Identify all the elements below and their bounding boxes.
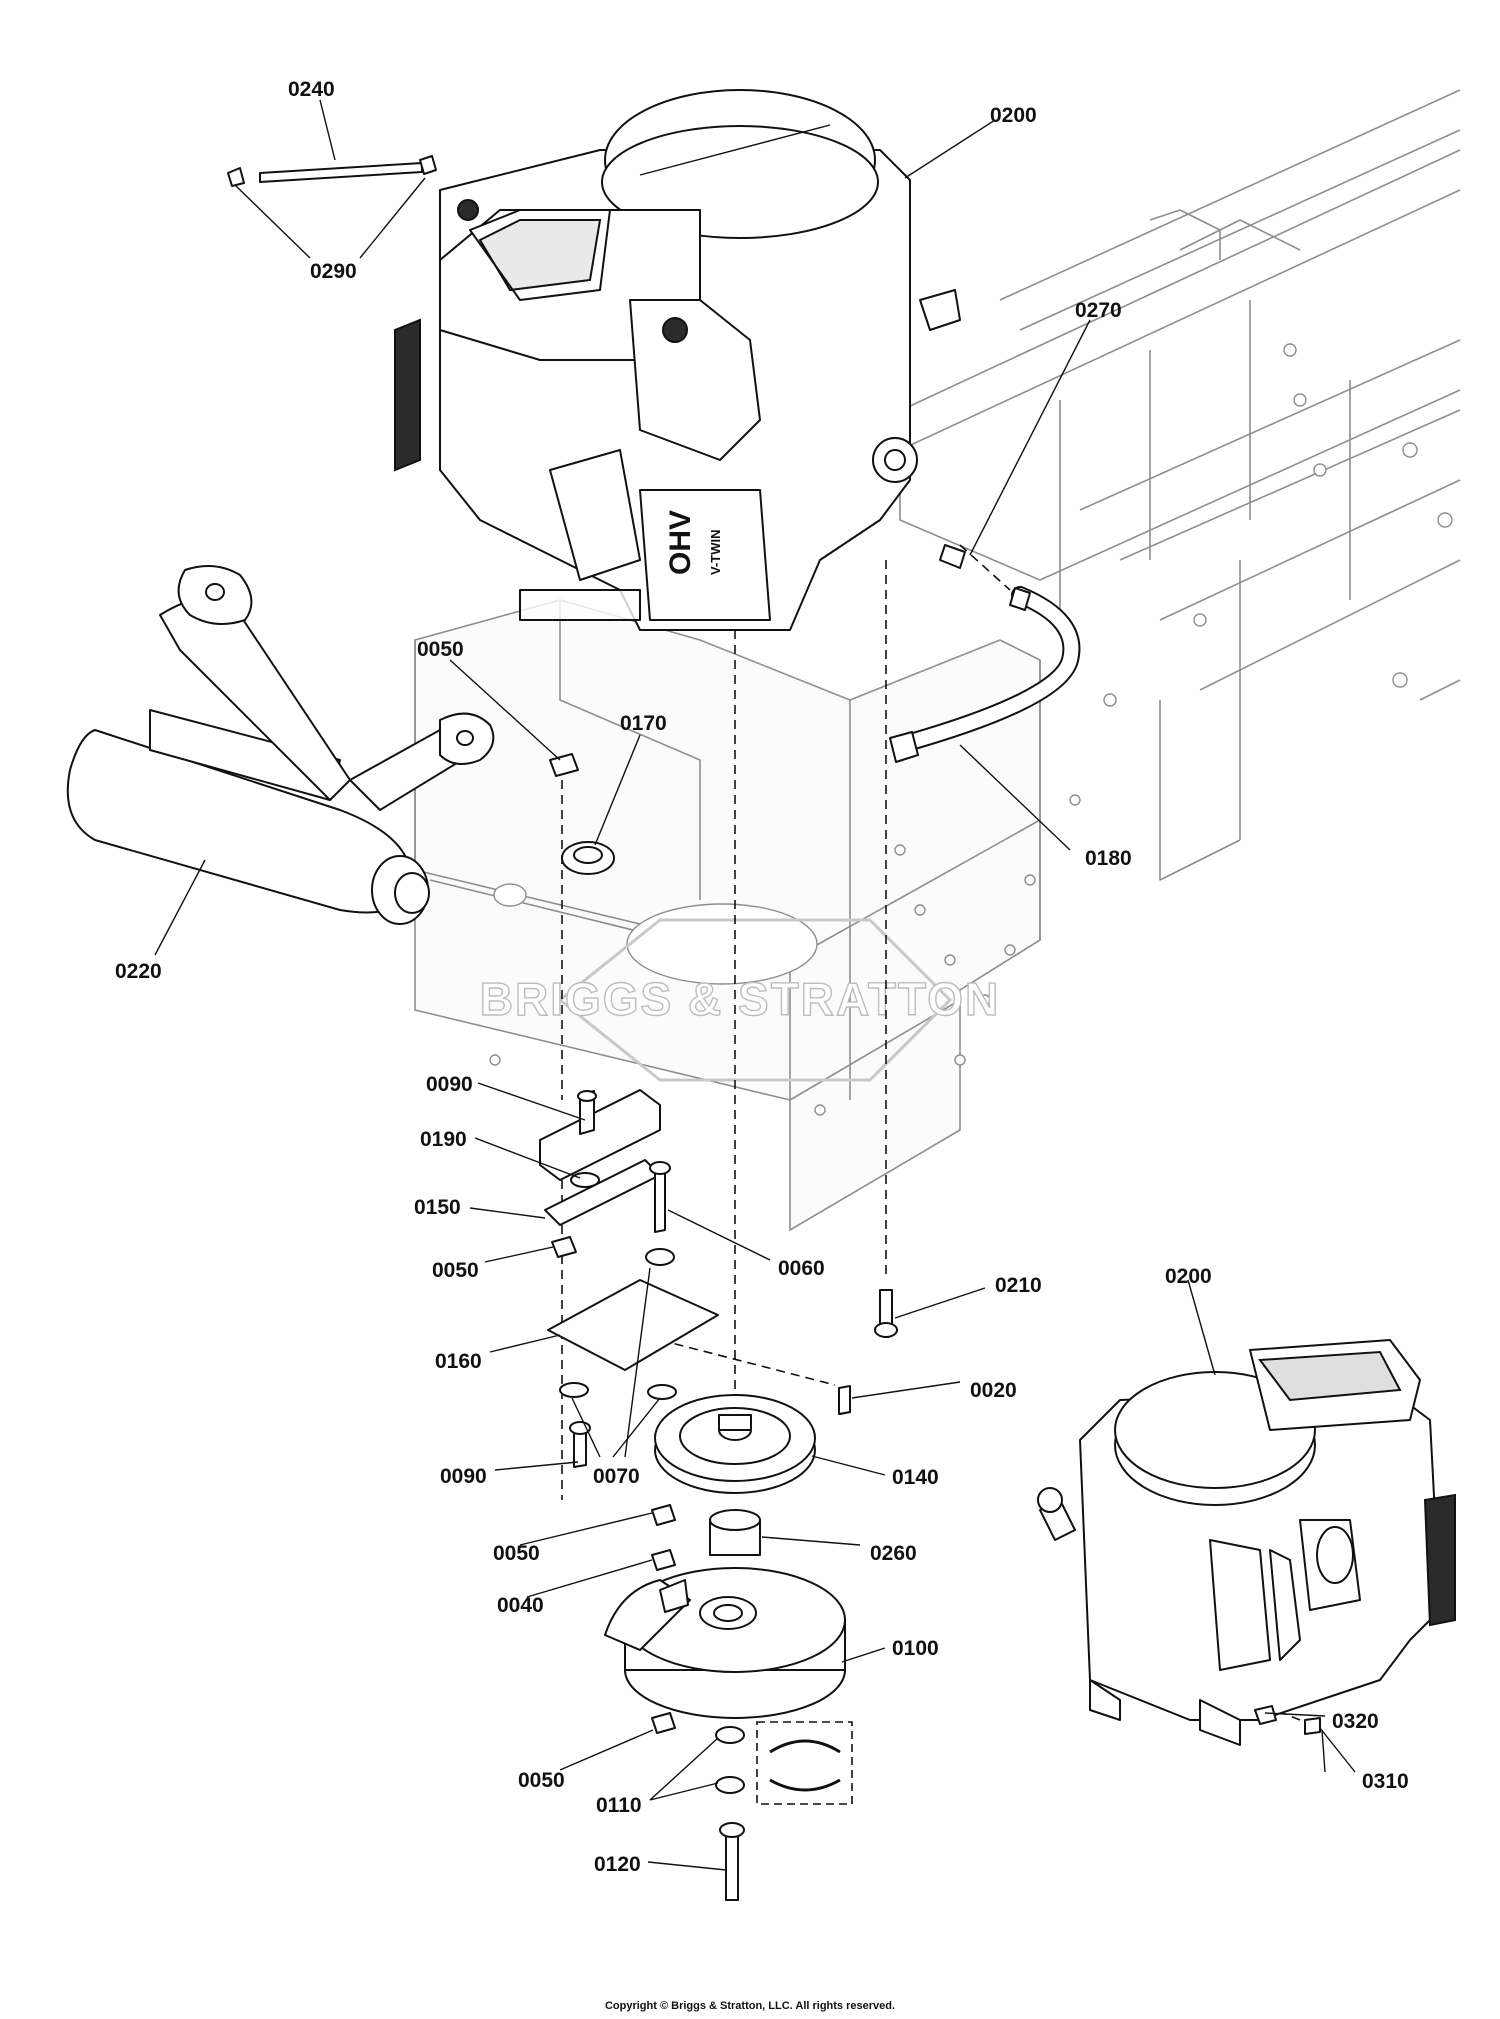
callout-0020: 0020 [970,1379,1017,1402]
callout-labels: 0240 0290 0200 0270 0050 0170 0180 0220 … [115,78,1409,1876]
bolt-0210 [874,1289,898,1338]
callout-0140: 0140 [892,1466,939,1489]
callout-0050-c: 0050 [493,1542,540,1565]
watermark: BRIGGS & STRATTON [479,918,1000,1082]
engine-badge: OHV [664,510,697,575]
callout-0050-d: 0050 [518,1769,565,1792]
callout-0060: 0060 [778,1257,825,1280]
callout-0200-side: 0200 [1165,1265,1212,1288]
callout-0040: 0040 [497,1594,544,1617]
callout-0110: 0110 [596,1794,642,1817]
callout-0220: 0220 [115,960,162,983]
callout-0070: 0070 [593,1465,640,1488]
callout-0100: 0100 [892,1637,939,1660]
callout-0160: 0160 [435,1350,482,1373]
callout-0120: 0120 [594,1853,641,1876]
fuel-line [889,544,1081,763]
copyright-notice: Copyright © Briggs & Stratton, LLC. All … [605,2000,895,2012]
callout-0090-b: 0090 [440,1465,487,1488]
electric-clutch [604,1567,846,1719]
callout-0050-b: 0050 [432,1259,479,1282]
callout-0270: 0270 [1075,299,1122,322]
callout-0310: 0310 [1362,1770,1409,1793]
callout-0170: 0170 [620,712,667,735]
callout-0260: 0260 [870,1542,917,1565]
callout-0050-a: 0050 [417,638,464,661]
pin-0020 [838,1385,851,1415]
callout-0190: 0190 [420,1128,467,1151]
engine-badge-sub: V-TWIN [708,530,723,576]
clutch-hardware [651,1504,761,1571]
bracket-assembly [539,1089,671,1258]
callout-0090-a: 0090 [426,1073,473,1096]
leader-lines [154,99,1356,1871]
watermark-text: BRIGGS & STRATTON [480,973,1000,1025]
muffler [66,565,495,925]
callout-0180: 0180 [1085,847,1132,870]
callout-0290: 0290 [310,260,357,283]
mount-plate [547,1248,719,1468]
callout-0150: 0150 [414,1196,461,1219]
engine-side-view [1037,1339,1456,1746]
upper-hardware [549,753,615,875]
engine-main: OHV V-TWIN [394,89,961,631]
callout-0210: 0210 [995,1274,1042,1297]
assembly-lines [561,544,1301,1721]
callout-0320: 0320 [1332,1710,1379,1733]
spacer-rod [227,155,437,187]
pulley [654,1387,851,1494]
bottom-hardware [651,1712,853,1901]
callout-0200-top: 0200 [990,104,1037,127]
callout-0240: 0240 [288,78,335,101]
